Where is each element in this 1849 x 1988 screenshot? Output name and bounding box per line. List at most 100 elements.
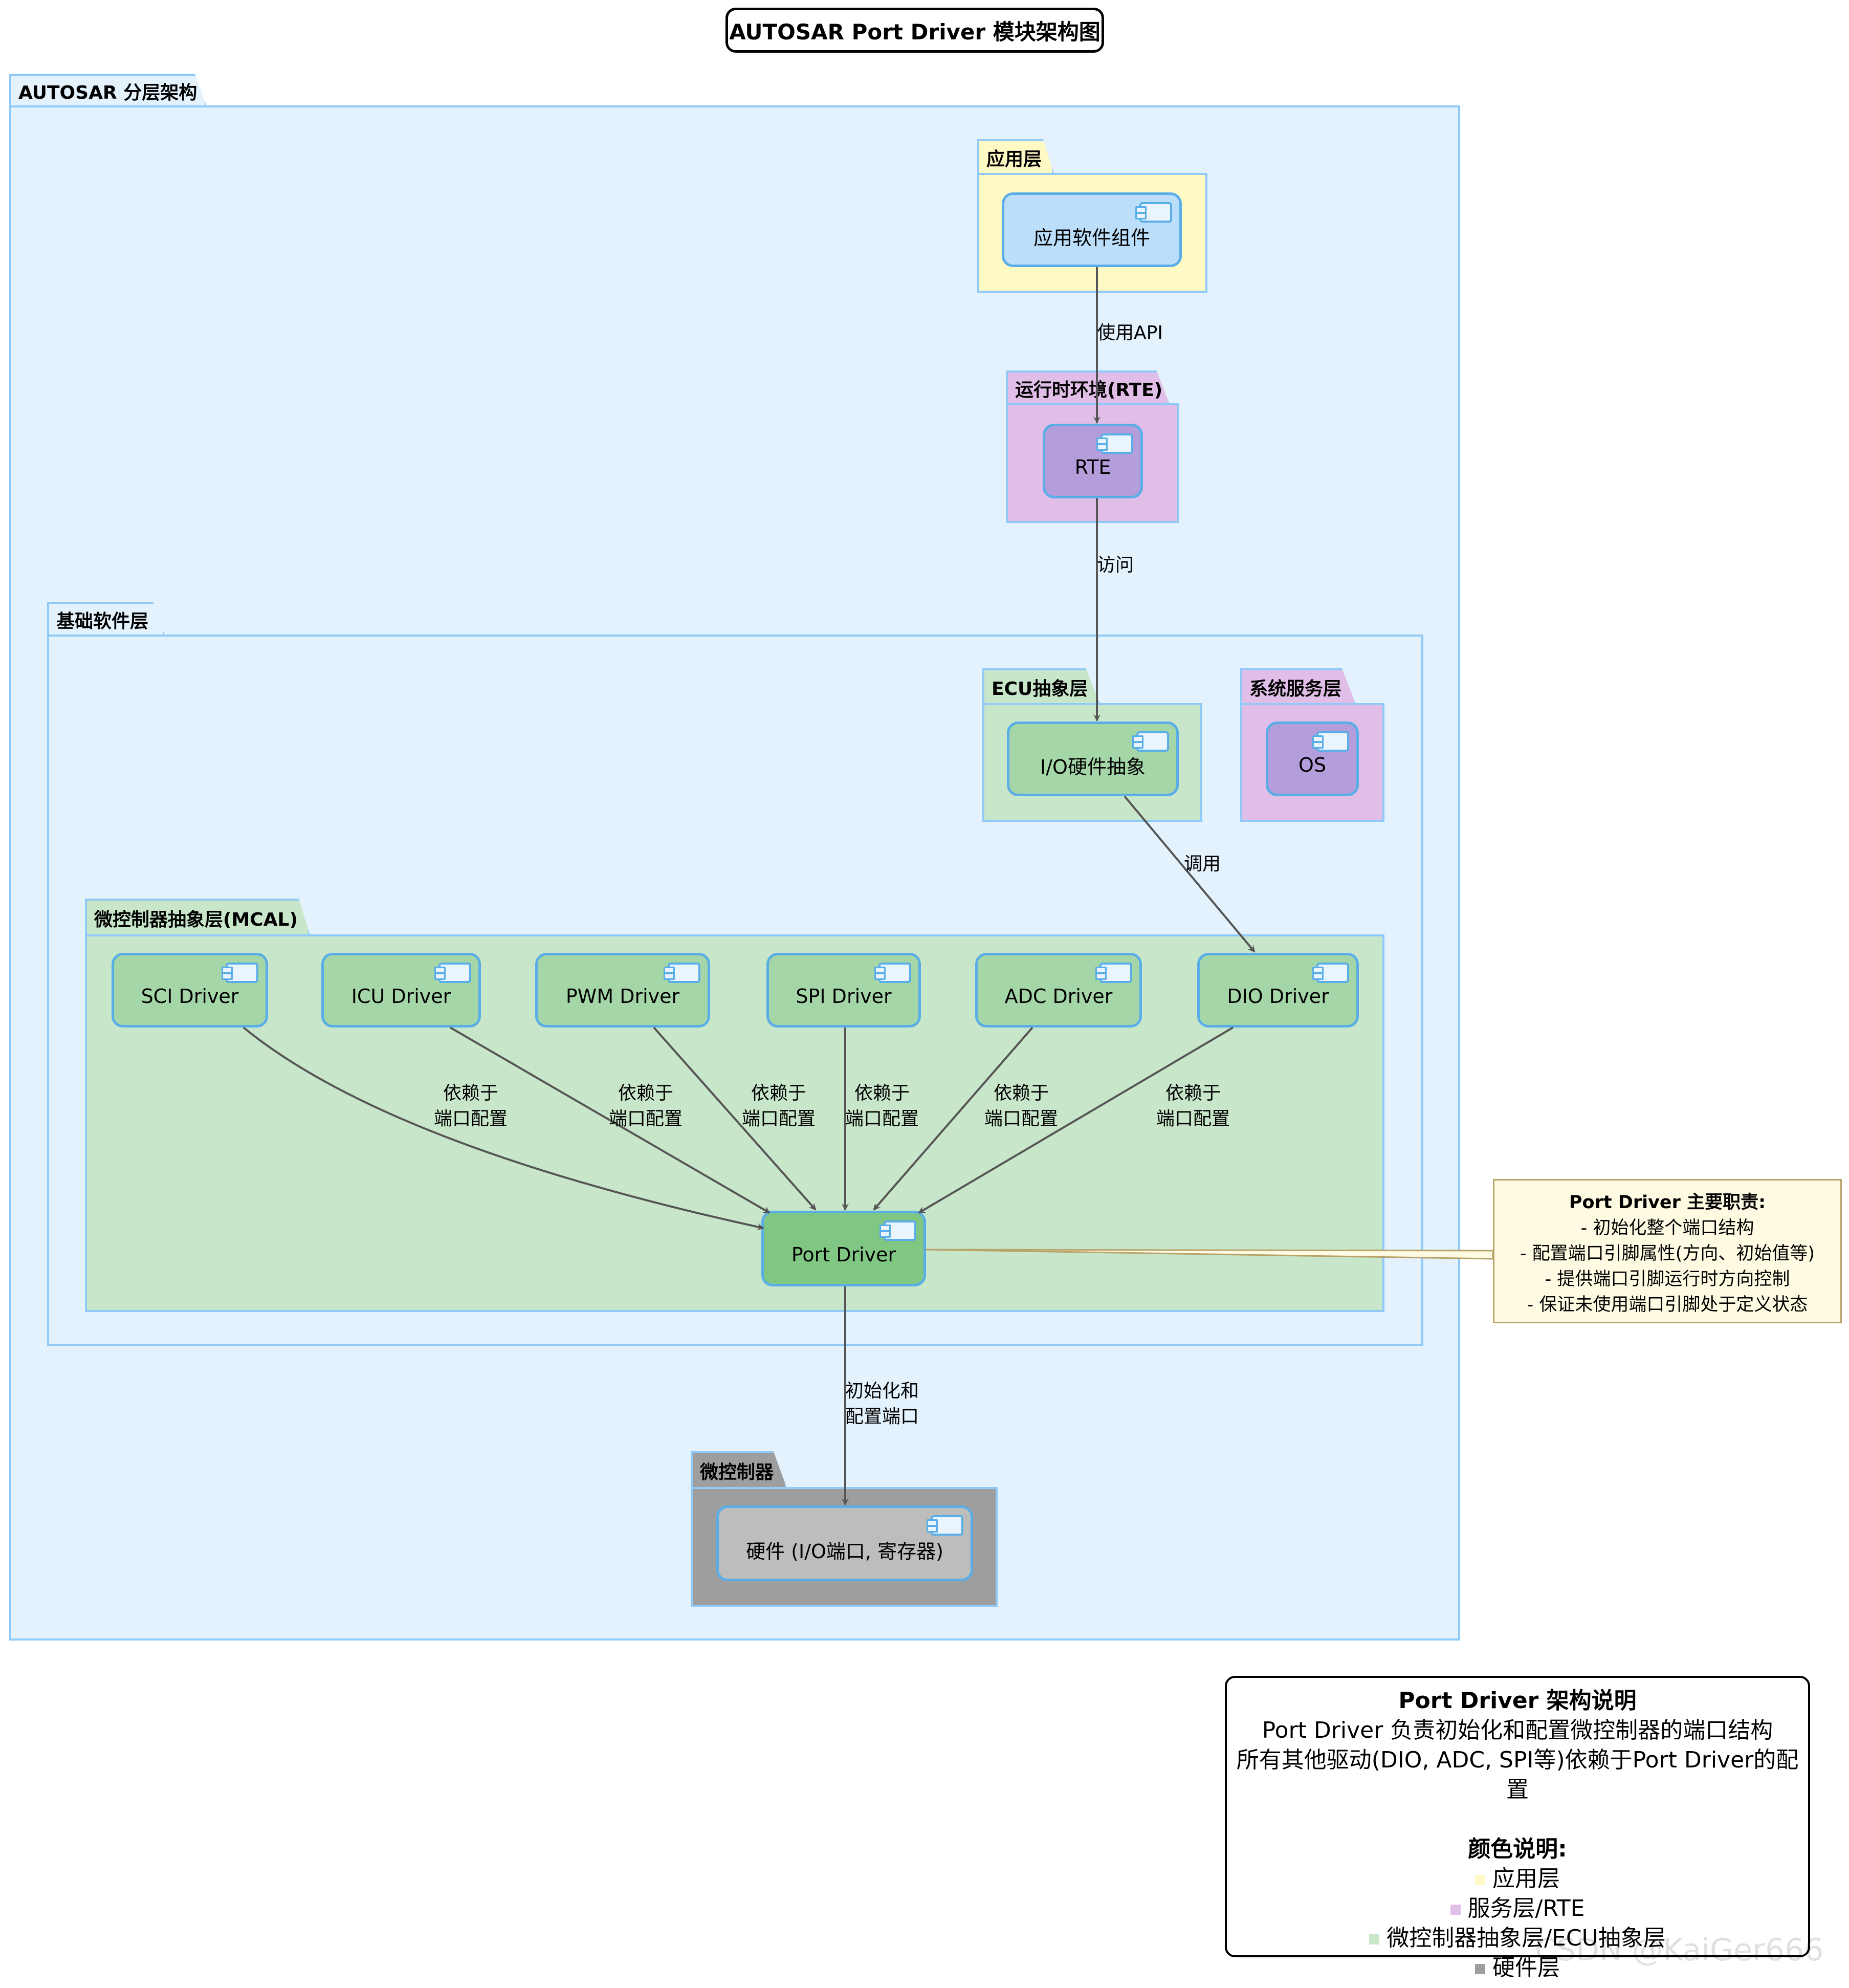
note-connector bbox=[926, 1249, 1494, 1260]
edge-label-call: 调用 bbox=[1184, 854, 1221, 875]
pwm-driver[interactable]: PWM Driver bbox=[535, 953, 710, 1028]
legend-swatch-mcal bbox=[1369, 1934, 1380, 1945]
outer-package-label: AUTOSAR 分层架构 bbox=[18, 82, 197, 103]
component-icon bbox=[1312, 731, 1349, 752]
component-icon bbox=[664, 963, 700, 983]
label-line: 端口配置 bbox=[434, 1108, 508, 1129]
icu-driver-label: ICU Driver bbox=[351, 985, 451, 1008]
spi-driver[interactable]: SPI Driver bbox=[766, 953, 921, 1028]
component-icon bbox=[874, 963, 911, 983]
sci-driver[interactable]: SCI Driver bbox=[112, 953, 268, 1028]
legend-item: 微控制器抽象层/ECU抽象层 bbox=[1227, 1924, 1808, 1953]
io-hw-abstraction-label: I/O硬件抽象 bbox=[1040, 755, 1146, 778]
label-line: 依赖于 bbox=[751, 1083, 807, 1104]
label-line: 端口配置 bbox=[984, 1108, 1059, 1129]
port-driver[interactable]: Port Driver bbox=[761, 1211, 926, 1286]
legend-line: Port Driver 负责初始化和配置微控制器的端口结构 bbox=[1262, 1717, 1773, 1743]
edge-io-to-dio bbox=[1124, 795, 1256, 953]
legend-item-label: 服务层/RTE bbox=[1467, 1895, 1585, 1921]
bsw-tab: 基础软件层 bbox=[47, 602, 165, 636]
edge-adc-to-port bbox=[873, 1026, 1033, 1211]
legend-item-label: 硬件层 bbox=[1492, 1955, 1560, 1981]
ecu-abstraction-tab: ECU抽象层 bbox=[982, 668, 1100, 704]
edge-sci-to-port bbox=[243, 1026, 764, 1231]
adc-driver[interactable]: ADC Driver bbox=[975, 953, 1142, 1028]
legend: Port Driver 架构说明 Port Driver 负责初始化和配置微控制… bbox=[1225, 1676, 1810, 1981]
bsw-label: 基础软件层 bbox=[56, 611, 149, 632]
watermark: CSDN @KaiGer666 bbox=[1535, 1932, 1824, 1968]
io-hw-abstraction-component[interactable]: I/O硬件抽象 bbox=[1007, 722, 1179, 796]
edge-label-depends-spi: 依赖于 端口配置 bbox=[845, 1081, 919, 1132]
label-line: 端口配置 bbox=[609, 1108, 683, 1129]
app-layer-tab: 应用层 bbox=[977, 139, 1054, 174]
legend-line: 所有其他驱动(DIO, ADC, SPI等)依赖于Port Driver的配置 bbox=[1236, 1747, 1799, 1803]
label-line: 端口配置 bbox=[1156, 1108, 1230, 1129]
spi-driver-label: SPI Driver bbox=[796, 985, 892, 1008]
component-icon bbox=[1096, 433, 1133, 454]
label-line: 依赖于 bbox=[854, 1083, 910, 1104]
note-line: - 配置端口引脚属性(方向、初始值等) bbox=[1520, 1243, 1815, 1264]
legend-item-label: 应用层 bbox=[1492, 1866, 1560, 1892]
dio-driver-label: DIO Driver bbox=[1227, 985, 1329, 1008]
dio-driver[interactable]: DIO Driver bbox=[1197, 953, 1359, 1028]
legend-swatch-hw bbox=[1475, 1964, 1485, 1974]
legend-item-label: 微控制器抽象层/ECU抽象层 bbox=[1386, 1925, 1666, 1951]
edge-label-init: 初始化和 配置端口 bbox=[845, 1379, 919, 1430]
diagram-title: AUTOSAR Port Driver 模块架构图 bbox=[725, 8, 1104, 53]
app-layer-label: 应用层 bbox=[986, 149, 1042, 170]
component-icon bbox=[1095, 963, 1132, 983]
label-line: 依赖于 bbox=[1165, 1083, 1221, 1104]
label-line: 端口配置 bbox=[845, 1108, 919, 1129]
label-line: 初始化和 bbox=[845, 1381, 919, 1402]
mcal-tab: 微控制器抽象层(MCAL) bbox=[85, 899, 310, 935]
microcontroller-label: 微控制器 bbox=[700, 1462, 774, 1483]
component-icon bbox=[222, 963, 258, 983]
edge-label-use-api: 使用API bbox=[1097, 322, 1163, 343]
legend-item: 应用层 bbox=[1227, 1864, 1808, 1894]
edge-pwm-to-port bbox=[653, 1026, 817, 1211]
label-line: 配置端口 bbox=[845, 1406, 919, 1427]
os-component[interactable]: OS bbox=[1266, 722, 1359, 796]
system-services-label: 系统服务层 bbox=[1249, 679, 1342, 700]
legend-title: Port Driver 架构说明 bbox=[1398, 1688, 1637, 1714]
legend-color-title: 颜色说明: bbox=[1468, 1836, 1567, 1862]
label-line: 依赖于 bbox=[994, 1083, 1049, 1104]
legend-item: 硬件层 bbox=[1227, 1953, 1808, 1983]
label-line: 依赖于 bbox=[618, 1083, 674, 1104]
component-icon bbox=[434, 963, 471, 983]
component-icon bbox=[879, 1220, 916, 1241]
ecu-abstraction-label: ECU抽象层 bbox=[992, 679, 1088, 700]
component-icon bbox=[1132, 731, 1169, 752]
rte-layer-tab: 运行时环境(RTE) bbox=[1006, 370, 1170, 404]
rte-component-label: RTE bbox=[1074, 456, 1111, 478]
edge-label-access: 访问 bbox=[1097, 555, 1134, 576]
note-line: - 初始化整个端口结构 bbox=[1580, 1218, 1754, 1238]
legend-swatch-app bbox=[1475, 1875, 1485, 1885]
pwm-driver-label: PWM Driver bbox=[565, 985, 680, 1008]
label-line: 端口配置 bbox=[742, 1108, 816, 1129]
adc-driver-label: ADC Driver bbox=[1004, 985, 1113, 1008]
component-icon bbox=[1135, 202, 1172, 223]
legend-item: 服务层/RTE bbox=[1227, 1894, 1808, 1924]
component-icon bbox=[1312, 963, 1349, 983]
app-component-label: 应用软件组件 bbox=[1033, 226, 1150, 249]
rte-layer-label: 运行时环境(RTE) bbox=[1015, 380, 1163, 401]
icu-driver[interactable]: ICU Driver bbox=[321, 953, 481, 1028]
edge-dio-to-port bbox=[918, 1026, 1234, 1214]
note-title: Port Driver 主要职责: bbox=[1569, 1192, 1766, 1213]
os-component-label: OS bbox=[1298, 754, 1327, 776]
edge-label-depends-pwm: 依赖于 端口配置 bbox=[742, 1081, 816, 1132]
edge-label-depends-dio: 依赖于 端口配置 bbox=[1156, 1081, 1230, 1132]
port-driver-label: Port Driver bbox=[791, 1243, 896, 1266]
edge-label-depends-sci: 依赖于 端口配置 bbox=[434, 1081, 508, 1132]
app-component[interactable]: 应用软件组件 bbox=[1002, 192, 1182, 267]
rte-component[interactable]: RTE bbox=[1043, 424, 1143, 498]
hardware-component-label: 硬件 (I/O端口, 寄存器) bbox=[746, 1540, 943, 1563]
system-services-tab: 系统服务层 bbox=[1240, 668, 1356, 704]
mcal-label: 微控制器抽象层(MCAL) bbox=[94, 909, 298, 930]
microcontroller-tab: 微控制器 bbox=[691, 1451, 787, 1488]
mcal-package bbox=[85, 934, 1384, 1312]
legend-swatch-service bbox=[1450, 1905, 1461, 1915]
hardware-component[interactable]: 硬件 (I/O端口, 寄存器) bbox=[716, 1505, 973, 1581]
